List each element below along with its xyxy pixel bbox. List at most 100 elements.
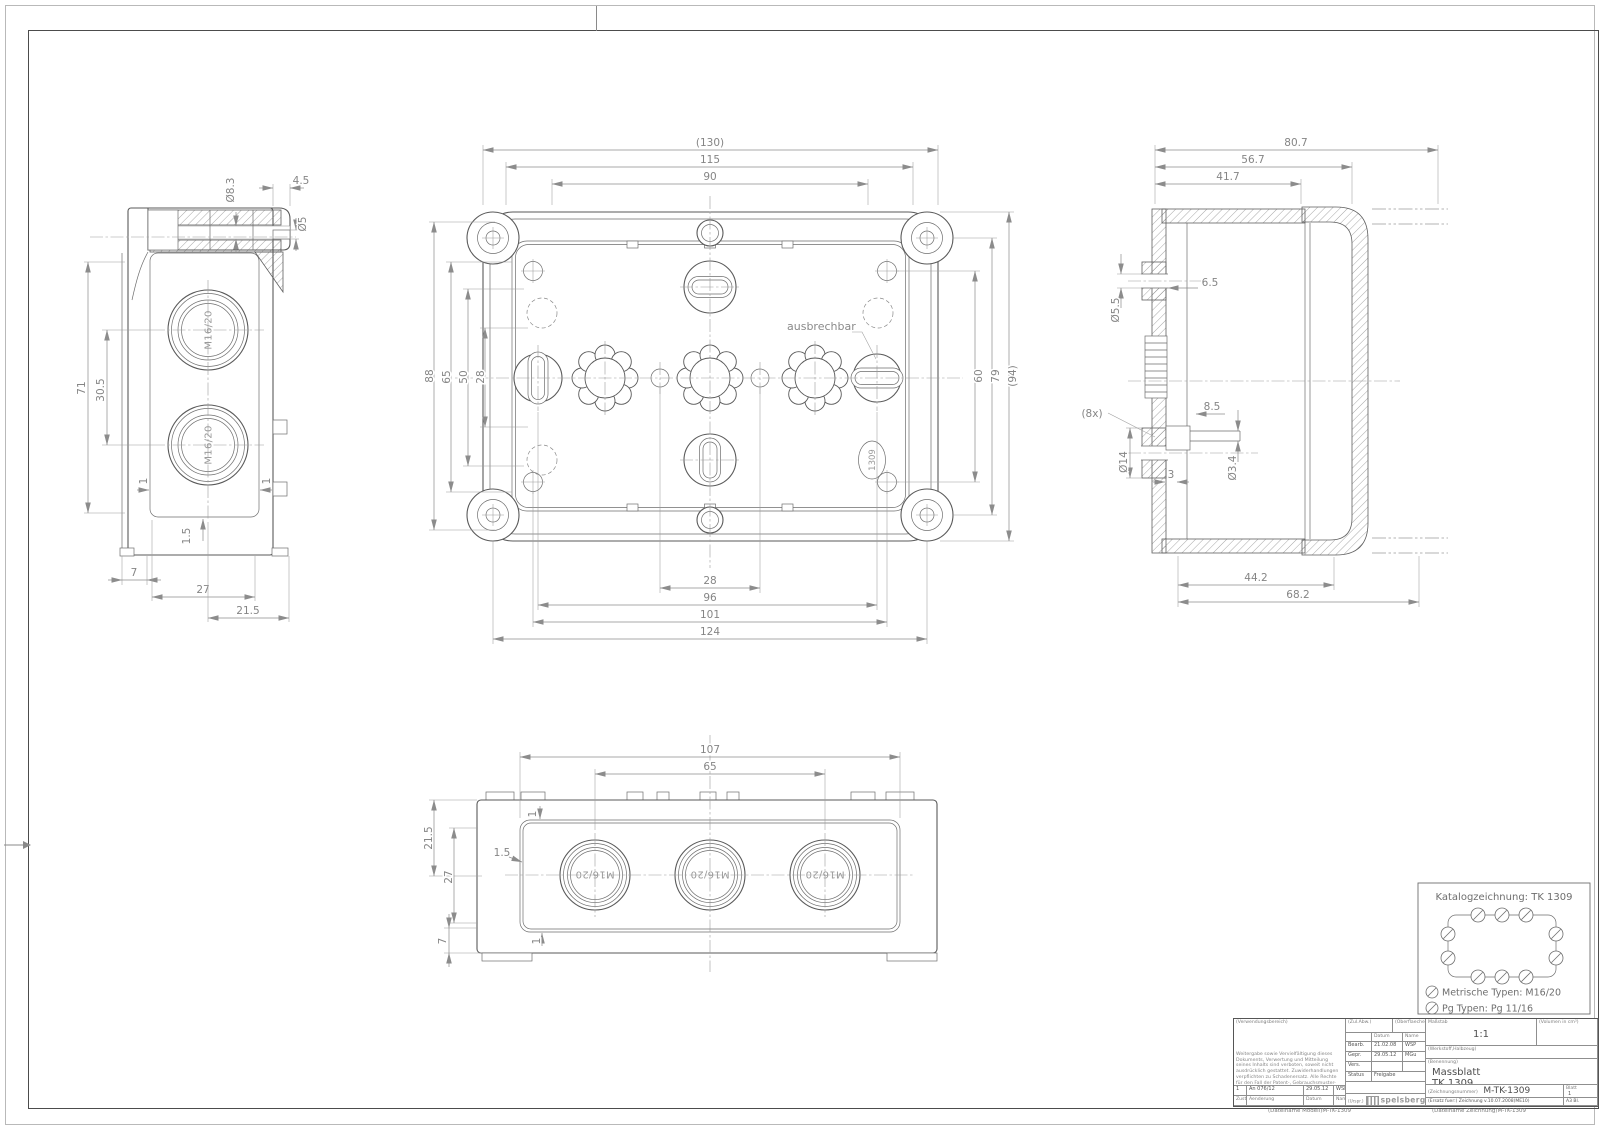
cell-oberflaeche: (Oberflaeche) <box>1393 1019 1426 1033</box>
approval-corner <box>1346 1033 1372 1042</box>
urspr-label: (Urspr.) <box>1348 1098 1364 1104</box>
approval-vers-label: Vers. <box>1346 1062 1372 1072</box>
catalog-legend-metric: Metrische Typen: M16/20 <box>1425 985 1561 999</box>
dim-28b: 28 <box>703 575 716 587</box>
title-block: (Verwendungsbereich) Weitergabe sowie Ve… <box>1233 1018 1599 1107</box>
dim-65f: 65 <box>703 761 716 773</box>
dim-60: 60 <box>973 369 985 382</box>
plan-dimensions: (130) 115 90 28 96 101 124 88 65 <box>423 136 1021 644</box>
dim-7f: 7 <box>437 938 449 945</box>
dim-dia55: Ø5.5 <box>1110 298 1122 323</box>
catalog-knockout-schematic <box>1440 907 1564 985</box>
dim-417: 41.7 <box>1216 171 1239 183</box>
catalog-metric-text: Metrische Typen: M16/20 <box>1442 988 1561 999</box>
plan-view: 1309 <box>423 136 1021 644</box>
dim-1-top: 1 <box>527 811 539 818</box>
dim-305: 30.5 <box>95 378 107 401</box>
side-center-lines <box>90 236 296 520</box>
legal-note: Weitergabe sowie Vervielfältigung dieses… <box>1236 1052 1339 1086</box>
dim-dia34: Ø3.4 <box>1227 455 1239 480</box>
approval-bearb-label: Bearb. <box>1346 1042 1372 1052</box>
section-center-lines <box>1128 280 1400 454</box>
side-dimensions: Ø8.3 4.5 Ø5 71 30.5 1 1 1.5 <box>75 174 311 622</box>
dim-807: 80.7 <box>1284 137 1307 149</box>
dim-124: 124 <box>700 626 720 638</box>
dim-8x: (8x) <box>1081 408 1102 420</box>
approval-vers-name <box>1403 1062 1426 1072</box>
cell-ersatz: (Ersatz fuer:) Zeichnung v.10.07.2008(ME… <box>1426 1098 1564 1106</box>
dim-3: 3 <box>1168 469 1175 481</box>
plan-dashed-knockouts <box>526 297 894 476</box>
section-dimensions: 80.7 56.7 41.7 Ø5.5 6.5 (8x) 8.5 Ø14 3 <box>1080 136 1439 607</box>
dim-28l: 28 <box>475 370 487 383</box>
benennung-label: (Benennung) <box>1428 1060 1458 1065</box>
dim-dia14: Ø14 <box>1118 451 1130 473</box>
dim-90: 90 <box>703 171 716 183</box>
dim-79: 79 <box>990 369 1002 382</box>
dim-107: 107 <box>700 744 720 756</box>
dim-215f: 21.5 <box>423 826 435 849</box>
approval-gepr-datum: 29.05.12 <box>1372 1052 1403 1062</box>
stamp-text: 1309 <box>868 449 878 471</box>
fold-mark-top <box>596 6 598 31</box>
revision-header-name: Name <box>1334 1096 1346 1106</box>
dim-215: 21.5 <box>236 605 259 617</box>
benennung-line2: TK 1309 <box>1432 1078 1474 1085</box>
dim-567: 56.7 <box>1241 154 1264 166</box>
revision-name: WSP <box>1334 1086 1346 1096</box>
catalog-title: Katalogzeichnung: TK 1309 <box>1435 892 1572 903</box>
footer-drawing-file: (Dateiname Zeichnung)M-TK-1309 <box>1432 1108 1527 1114</box>
front-dimensions: 107 65 21.5 27 7 1.5 1 1 <box>422 743 901 967</box>
approval-bearb-name: WSP <box>1403 1042 1426 1052</box>
sheet-outer-border <box>5 5 1595 1125</box>
dim-65l: 65 <box>441 370 453 383</box>
catalog-box: Katalogzeichnung: TK 1309 Metrische Type… <box>1417 882 1591 1015</box>
drawing-frame <box>28 30 1599 1109</box>
approval-vers-datum <box>1372 1062 1403 1072</box>
dim-94: (94) <box>1007 365 1019 387</box>
dim-71: 71 <box>76 381 88 394</box>
massstab-label: Maßstab <box>1428 1020 1448 1025</box>
revision-aenderung: Än 076/12 <box>1247 1086 1304 1096</box>
dim-1-bottom: 1 <box>531 938 543 945</box>
spelsberg-logo-text: spelsberg <box>1380 1095 1426 1105</box>
approval-gepr-label: Gepr. <box>1346 1052 1372 1062</box>
zeichnungsnummer-label: (Zeichnungsnummer) <box>1428 1090 1478 1095</box>
zeichnungsnummer-value: M-TK-1309 <box>1483 1086 1531 1096</box>
cell-zeichnungsnummer: (Zeichnungsnummer) M-TK-1309 <box>1426 1085 1564 1098</box>
dim-27: 27 <box>196 584 209 596</box>
benennung-line1: Massblatt <box>1432 1066 1481 1078</box>
dim-dia5: Ø5 <box>297 217 309 232</box>
section-phantom-lines <box>1372 208 1448 554</box>
dim-65d: 6.5 <box>1202 277 1219 289</box>
plan-center-lines <box>455 196 963 568</box>
revision-header-datum: Datum <box>1304 1096 1334 1106</box>
cell-blatt: Blatt 1 <box>1564 1085 1598 1098</box>
footer-model-file: (Dateiname Modell)M-TK-1309 <box>1268 1108 1351 1114</box>
dim-50: 50 <box>458 370 470 383</box>
cell-volumen: (Volumen in cm³) <box>1537 1019 1598 1046</box>
side-flange-section <box>131 207 291 301</box>
dim-101: 101 <box>700 609 720 621</box>
massstab-value: 1:1 <box>1472 1028 1490 1040</box>
cell-benennung: (Benennung) Massblatt TK 1309 <box>1426 1059 1598 1085</box>
revision-datum: 29.05.12 <box>1304 1086 1334 1096</box>
dim-85: 8.5 <box>1204 401 1221 413</box>
front-center-lines <box>505 735 915 972</box>
dim-1-right: 1 <box>261 478 273 485</box>
approval-name-header: Name <box>1403 1033 1426 1042</box>
dim-dia83: Ø8.3 <box>225 178 237 203</box>
cell-verwendungsbereich: (Verwendungsbereich) Weitergabe sowie Ve… <box>1234 1019 1346 1086</box>
dim-7: 7 <box>131 567 138 579</box>
fold-mark-left <box>4 841 31 849</box>
dim-130: (130) <box>696 137 724 149</box>
dim-682: 68.2 <box>1286 589 1309 601</box>
approval-filler <box>1346 1082 1426 1094</box>
cell-werkstoff: (Werkstoff,Halbzeug) <box>1426 1046 1598 1059</box>
approval-bearb-datum: 21.02.08 <box>1372 1042 1403 1052</box>
catalog-legend-pg: Pg Typen: Pg 11/16 <box>1425 1001 1533 1015</box>
dim-15f: 1.5 <box>494 847 511 859</box>
dim-442: 44.2 <box>1244 572 1267 584</box>
dim-15: 1.5 <box>181 528 193 545</box>
